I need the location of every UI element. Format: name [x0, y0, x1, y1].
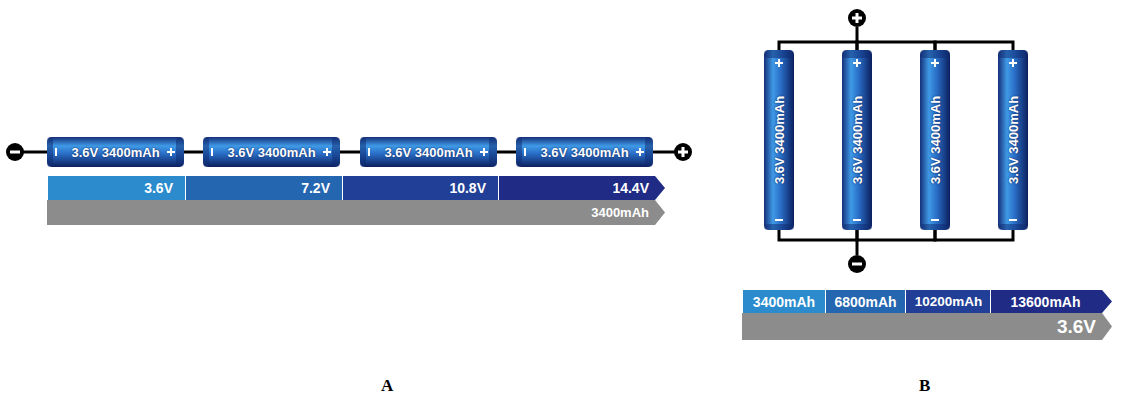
scale-value: 3400mAh: [591, 205, 649, 220]
capacity-bar: 3.6V: [742, 313, 1112, 340]
scale-value: 7.2V: [301, 180, 330, 196]
scale-value: 6800mAh: [835, 294, 897, 310]
scale-segment: 3400mAh: [742, 290, 825, 313]
scale-segment: 6800mAh: [825, 290, 905, 313]
battery-cell: 3.6V 3400mAh: [920, 50, 950, 230]
cell-rating: 3.6V 3400mAh: [540, 145, 628, 160]
battery-cell: 3.6V 3400mAh: [998, 50, 1028, 230]
battery-cell: 3.6V 3400mAh: [203, 137, 340, 167]
panel-letter: B: [919, 376, 930, 396]
scale-value: 14.4V: [612, 180, 649, 196]
wire: [856, 27, 859, 42]
scale-segment: 10.8V: [342, 176, 498, 200]
cell-rating: 3.6V 3400mAh: [384, 145, 472, 160]
wire: [22, 151, 50, 154]
scale-value: 3.6V: [1057, 316, 1096, 338]
scale-segment: 14.4V: [498, 176, 665, 200]
wire: [184, 151, 203, 154]
capacity-bar: 3400mAh: [47, 200, 665, 225]
wire: [857, 42, 935, 50]
battery-cell: 3.6V 3400mAh: [842, 50, 872, 230]
scale-segment: 10200mAh: [905, 290, 991, 313]
scale-value: 10200mAh: [915, 294, 983, 309]
cell-rating: 3.6V 3400mAh: [772, 96, 787, 184]
battery-cell: 3.6V 3400mAh: [764, 50, 794, 230]
battery-cell: 3.6V 3400mAh: [516, 137, 653, 167]
wire: [779, 42, 857, 50]
wire: [935, 230, 1013, 240]
cell-rating: 3.6V 3400mAh: [928, 96, 943, 184]
wire: [856, 240, 859, 255]
scale-value: 10.8V: [449, 180, 486, 196]
scale-segment: 13600mAh: [990, 290, 1112, 313]
negative-terminal: [6, 143, 24, 161]
wire: [497, 151, 516, 154]
positive-terminal: [674, 143, 692, 161]
wire: [779, 230, 857, 240]
scale-value: 13600mAh: [1010, 294, 1080, 310]
cell-rating: 3.6V 3400mAh: [227, 145, 315, 160]
battery-cell: 3.6V 3400mAh: [360, 137, 497, 167]
positive-terminal: [848, 9, 866, 27]
scale-value: 3.6V: [144, 180, 173, 196]
wire: [857, 230, 935, 240]
panel-letter: A: [381, 376, 393, 396]
scale-segment: 7.2V: [185, 176, 342, 200]
wire: [340, 151, 360, 154]
cell-rating: 3.6V 3400mAh: [71, 145, 159, 160]
cell-rating: 3.6V 3400mAh: [1006, 96, 1021, 184]
cell-rating: 3.6V 3400mAh: [850, 96, 865, 184]
wire: [935, 42, 1013, 50]
scale-segment: 3.6V: [47, 176, 185, 200]
negative-terminal: [848, 255, 866, 273]
battery-cell: 3.6V 3400mAh: [47, 137, 184, 167]
scale-value: 3400mAh: [753, 294, 815, 310]
